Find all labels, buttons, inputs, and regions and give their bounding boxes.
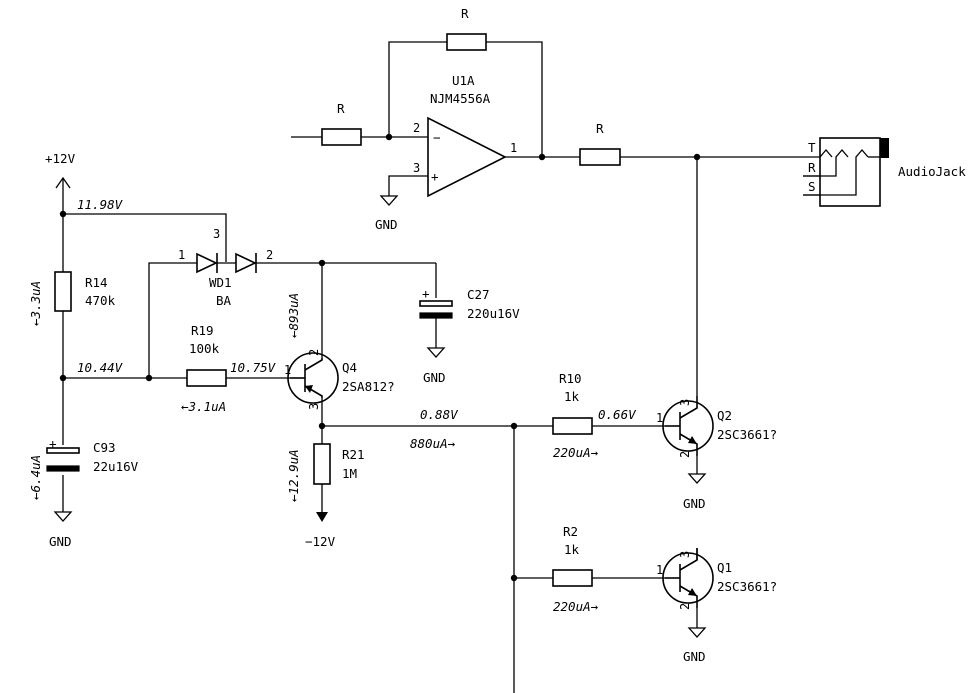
voltage-0-66: 0.66V [598,407,637,422]
r2-ref-label: R2 [563,524,578,539]
jack-sleeve-label: S [808,179,816,194]
current-r19: ←3.1uA [181,399,226,414]
r2-value-label: 1k [564,542,580,557]
jack-ref-label: AudioJack [898,164,966,179]
r14-value-label: 470k [85,293,116,308]
opamp-plus-sign: + [431,169,439,184]
wd1-value-label: BA [216,293,232,308]
opamp-ref-label: U1A [452,73,475,88]
jack-tip-label: T [808,140,816,155]
c27-ref-label: C27 [467,287,490,302]
opamp-value-label: NJM4556A [430,91,491,106]
gnd-symbol-q1: GND [683,627,707,664]
current-r21: ←12.9uA [286,449,301,502]
resistor-r19[interactable]: R19 100k [186,323,227,387]
gnd-c93-label: GND [49,534,72,549]
q1-pin-3: 3 [678,551,692,558]
current-r14: ←3.3uA [28,281,43,326]
current-q4-emitter: ←893uA [286,293,301,338]
gnd-symbol-c93: GND [49,511,73,549]
opamp-pin-3: 3 [413,161,420,175]
r-feedback-label: R [461,6,469,21]
annotations: 11.98V 10.44V 10.75V 0.88V 0.66V ←3.1uA … [28,197,637,614]
q2-value-label: 2SC3661? [717,427,777,442]
q4-ref-label: Q4 [342,360,357,375]
gnd-q1-label: GND [683,649,706,664]
power-minus12-symbol: −12V [305,512,336,549]
wd1-ref-label: WD1 [209,275,232,290]
opamp-pin-1: 1 [510,141,517,155]
resistor-r2[interactable]: R2 1k [552,524,593,587]
gnd-symbol-opamp: GND [375,195,399,232]
q4-pin-3: 3 [307,403,321,410]
q2-pin-2: 2 [678,451,692,458]
resistor-r21[interactable]: R21 1M [313,443,365,485]
wd1-pin-3: 3 [213,227,220,241]
q2-ref-label: Q2 [717,408,732,423]
vplus-label: +12V [45,151,76,166]
opamp-u1a[interactable]: − + 2 3 1 U1A NJM4556A [413,73,517,198]
resistor-r10[interactable]: R10 1k [552,371,593,435]
wd1-pin-1: 1 [178,248,185,262]
r19-ref-label: R19 [191,323,214,338]
q1-pin-2: 2 [678,603,692,610]
voltage-10-75: 10.75V [230,360,277,375]
voltage-0-88: 0.88V [420,407,459,422]
capacitor-c93[interactable]: + C93 22u16V [46,436,139,474]
r10-value-label: 1k [564,389,580,404]
q1-value-label: 2SC3661? [717,579,777,594]
c93-value-label: 22u16V [93,459,139,474]
opamp-pin-2: 2 [413,121,420,135]
resistor-r-input[interactable]: R [321,101,362,146]
r10-ref-label: R10 [559,371,582,386]
current-c93: ←6.4uA [28,455,43,500]
opamp-minus-sign: − [433,130,441,145]
c27-plus-sign: + [422,286,430,301]
resistor-r-output[interactable]: R [579,121,621,166]
junction-dots [59,133,701,582]
audio-jack[interactable]: T R S AudioJack [803,137,966,207]
r-input-label: R [337,101,345,116]
r-output-label: R [596,121,604,136]
voltage-10-44: 10.44V [77,360,124,375]
power-plus12-symbol: +12V [45,151,76,189]
q1-pin-1: 1 [656,563,663,577]
q4-pin-2: 2 [307,349,321,356]
q2-pin-1: 1 [656,411,663,425]
capacitor-c27[interactable]: + C27 220u16V [419,286,520,321]
q4-value-label: 2SA812? [342,379,395,394]
c93-plus-sign: + [49,436,57,451]
q2-pin-3: 3 [678,399,692,406]
current-r10: 220uA→ [553,445,599,460]
current-880: 880uA→ [410,436,456,451]
transistor-q4[interactable]: 1 2 3 Q4 2SA812? [284,349,395,410]
diode-pair-wd1[interactable]: 1 2 3 WD1 BA [178,227,273,308]
c93-ref-label: C93 [93,440,116,455]
vminus-label: −12V [305,534,336,549]
transistor-q1[interactable]: 1 3 2 Q1 2SC3661? [656,548,777,610]
gnd-symbol-q2: GND [683,473,707,511]
jack-ring-label: R [808,160,816,175]
gnd-symbol-c27: GND [423,347,446,385]
current-r2: 220uA→ [553,599,599,614]
r21-ref-label: R21 [342,447,365,462]
r14-ref-label: R14 [85,275,108,290]
resistor-r14[interactable]: R14 470k [54,271,116,312]
q1-ref-label: Q1 [717,560,732,575]
gnd-opamp-label: GND [375,217,398,232]
gnd-q2-label: GND [683,496,706,511]
q4-pin-1: 1 [284,363,291,377]
r21-value-label: 1M [342,466,357,481]
transistor-q2[interactable]: 1 3 2 Q2 2SC3661? [656,396,777,458]
wd1-pin-2: 2 [266,248,273,262]
c27-value-label: 220u16V [467,306,520,321]
resistor-r-feedback[interactable]: R [446,6,487,51]
gnd-c27-label: GND [423,370,446,385]
r19-value-label: 100k [189,341,220,356]
voltage-11-98: 11.98V [77,197,124,212]
